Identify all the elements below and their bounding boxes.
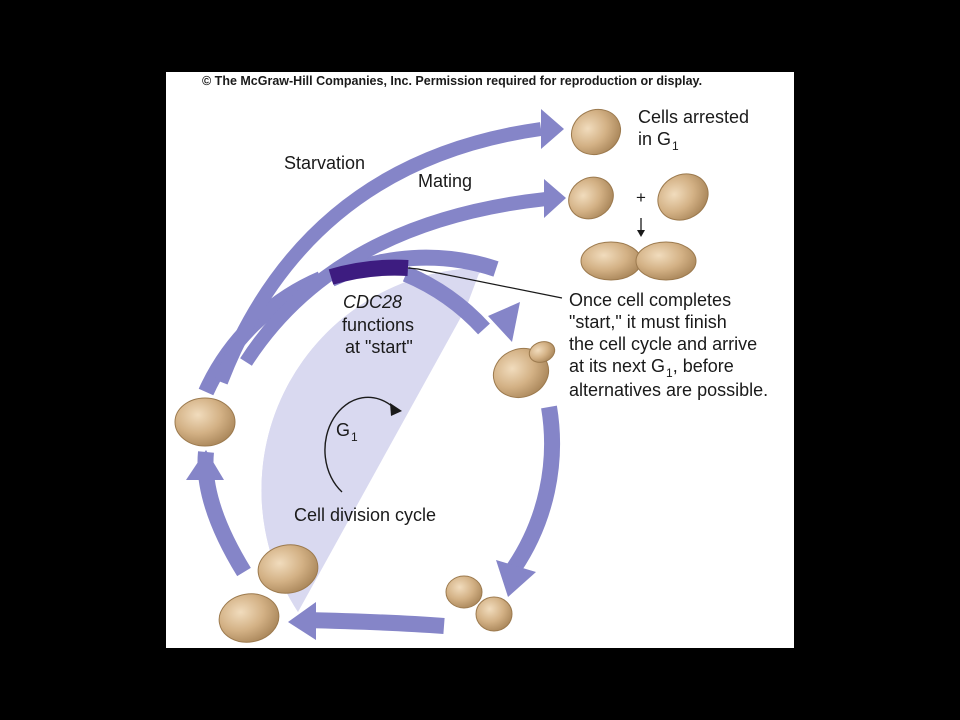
arrested-label-line2: in G1: [638, 129, 679, 153]
ring-arc-right: [507, 405, 561, 573]
mating-cell-left: [568, 176, 614, 220]
mating-arrow-path: [240, 192, 547, 366]
start-note-line5: alternatives are possible.: [569, 380, 769, 400]
budding-cell-large: [492, 341, 556, 399]
ring-arc-bottom: [303, 612, 445, 634]
arrested-label-line1: Cells arrested: [638, 107, 750, 127]
cells: [174, 108, 709, 643]
fusion-arrowhead: [637, 230, 645, 237]
mating-cell-right: [657, 173, 709, 221]
start-note-line3: the cell cycle and arrive: [569, 334, 758, 354]
copyright-notice: © The McGraw-Hill Companies, Inc. Permis…: [202, 74, 703, 88]
diagram-canvas: [174, 108, 709, 643]
starvation-label: Starvation: [284, 153, 366, 173]
functions-label: functions: [342, 315, 415, 335]
start-note-line4: at its next G1, before: [569, 356, 734, 380]
zygote-cell: [580, 241, 697, 281]
g1-cell-left: [174, 397, 236, 447]
start-note-line1: Once cell completes: [569, 290, 732, 310]
cdc28-label: CDC28: [343, 292, 403, 312]
branch-arrows: [214, 122, 547, 385]
g1-sector-fill: [261, 268, 481, 612]
start-leader-line: [407, 267, 563, 299]
start-marker: [328, 259, 409, 285]
start-note-line2: "start," it must finish: [569, 312, 727, 332]
at-start-label: at "start": [345, 337, 413, 357]
budding-cell-small: [445, 575, 513, 632]
daughter-cell-lower: [218, 593, 280, 643]
branch-arrowheads: [541, 109, 566, 218]
cell-division-cycle-label: Cell division cycle: [294, 505, 437, 525]
g1-circular-arrow: [324, 396, 395, 493]
arrested-cell: [571, 108, 621, 156]
mating-label: Mating: [418, 171, 473, 191]
arrowhead-bottom: [288, 602, 316, 640]
ring-arc-top-right: [402, 266, 490, 335]
mating-arrowhead: [544, 179, 566, 218]
arrested-label: Cells arrested in G1: [638, 106, 750, 153]
g1-phase-label: G1: [336, 420, 358, 444]
starvation-arrow-path: [214, 122, 542, 385]
arrowhead-right-top: [488, 302, 520, 342]
g1-arrowhead: [390, 403, 402, 416]
arrowhead-left: [186, 450, 224, 480]
start-note: Once cell completes "start," it must fin…: [569, 289, 768, 401]
arrowhead-right-bottom: [496, 560, 536, 597]
plus-sign: +: [636, 188, 646, 207]
cycle-arrowheads: [186, 302, 536, 640]
starvation-arrowhead: [541, 109, 564, 149]
diagram-figure: © The McGraw-Hill Companies, Inc. Permis…: [166, 72, 794, 648]
daughter-cell-upper: [257, 544, 319, 594]
